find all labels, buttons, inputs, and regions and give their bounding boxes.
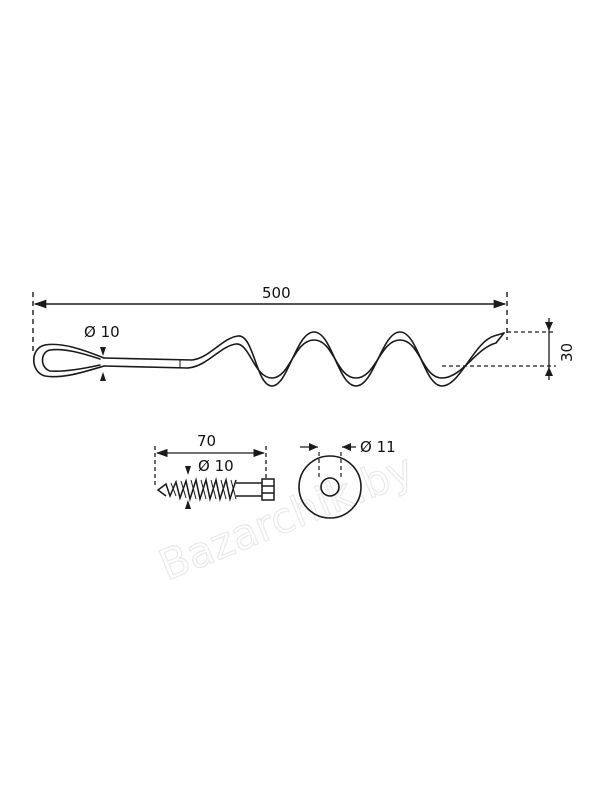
screw-thread — [156, 477, 237, 502]
washer-hole — [320, 477, 340, 497]
washer — [298, 452, 362, 519]
anchor-shank-bottom — [103, 365, 189, 369]
screw-length-label: 70 — [197, 432, 216, 450]
wire-diameter-label: Ø 10 — [84, 323, 120, 341]
screw-head — [261, 478, 275, 501]
screw-diameter-label: Ø 10 — [198, 457, 234, 475]
washer-outer — [298, 455, 362, 519]
anchor-shank-top — [103, 357, 193, 361]
dimension-screw-diameter — [185, 466, 191, 509]
lag-screw — [156, 477, 275, 502]
dimension-screw-length — [154, 446, 267, 486]
washer-hole-label: Ø 11 — [360, 438, 396, 456]
spiral-anchor — [32, 331, 505, 387]
anchor-coil-outer — [191, 331, 505, 387]
anchor-eye — [32, 343, 105, 378]
dimension-wire-diameter — [100, 347, 106, 381]
anchor-coil-inner — [187, 332, 505, 379]
length-label: 500 — [262, 284, 291, 302]
coil-amplitude-label: 30 — [558, 343, 576, 362]
watermark-text: Bazarchik.by — [152, 444, 420, 590]
